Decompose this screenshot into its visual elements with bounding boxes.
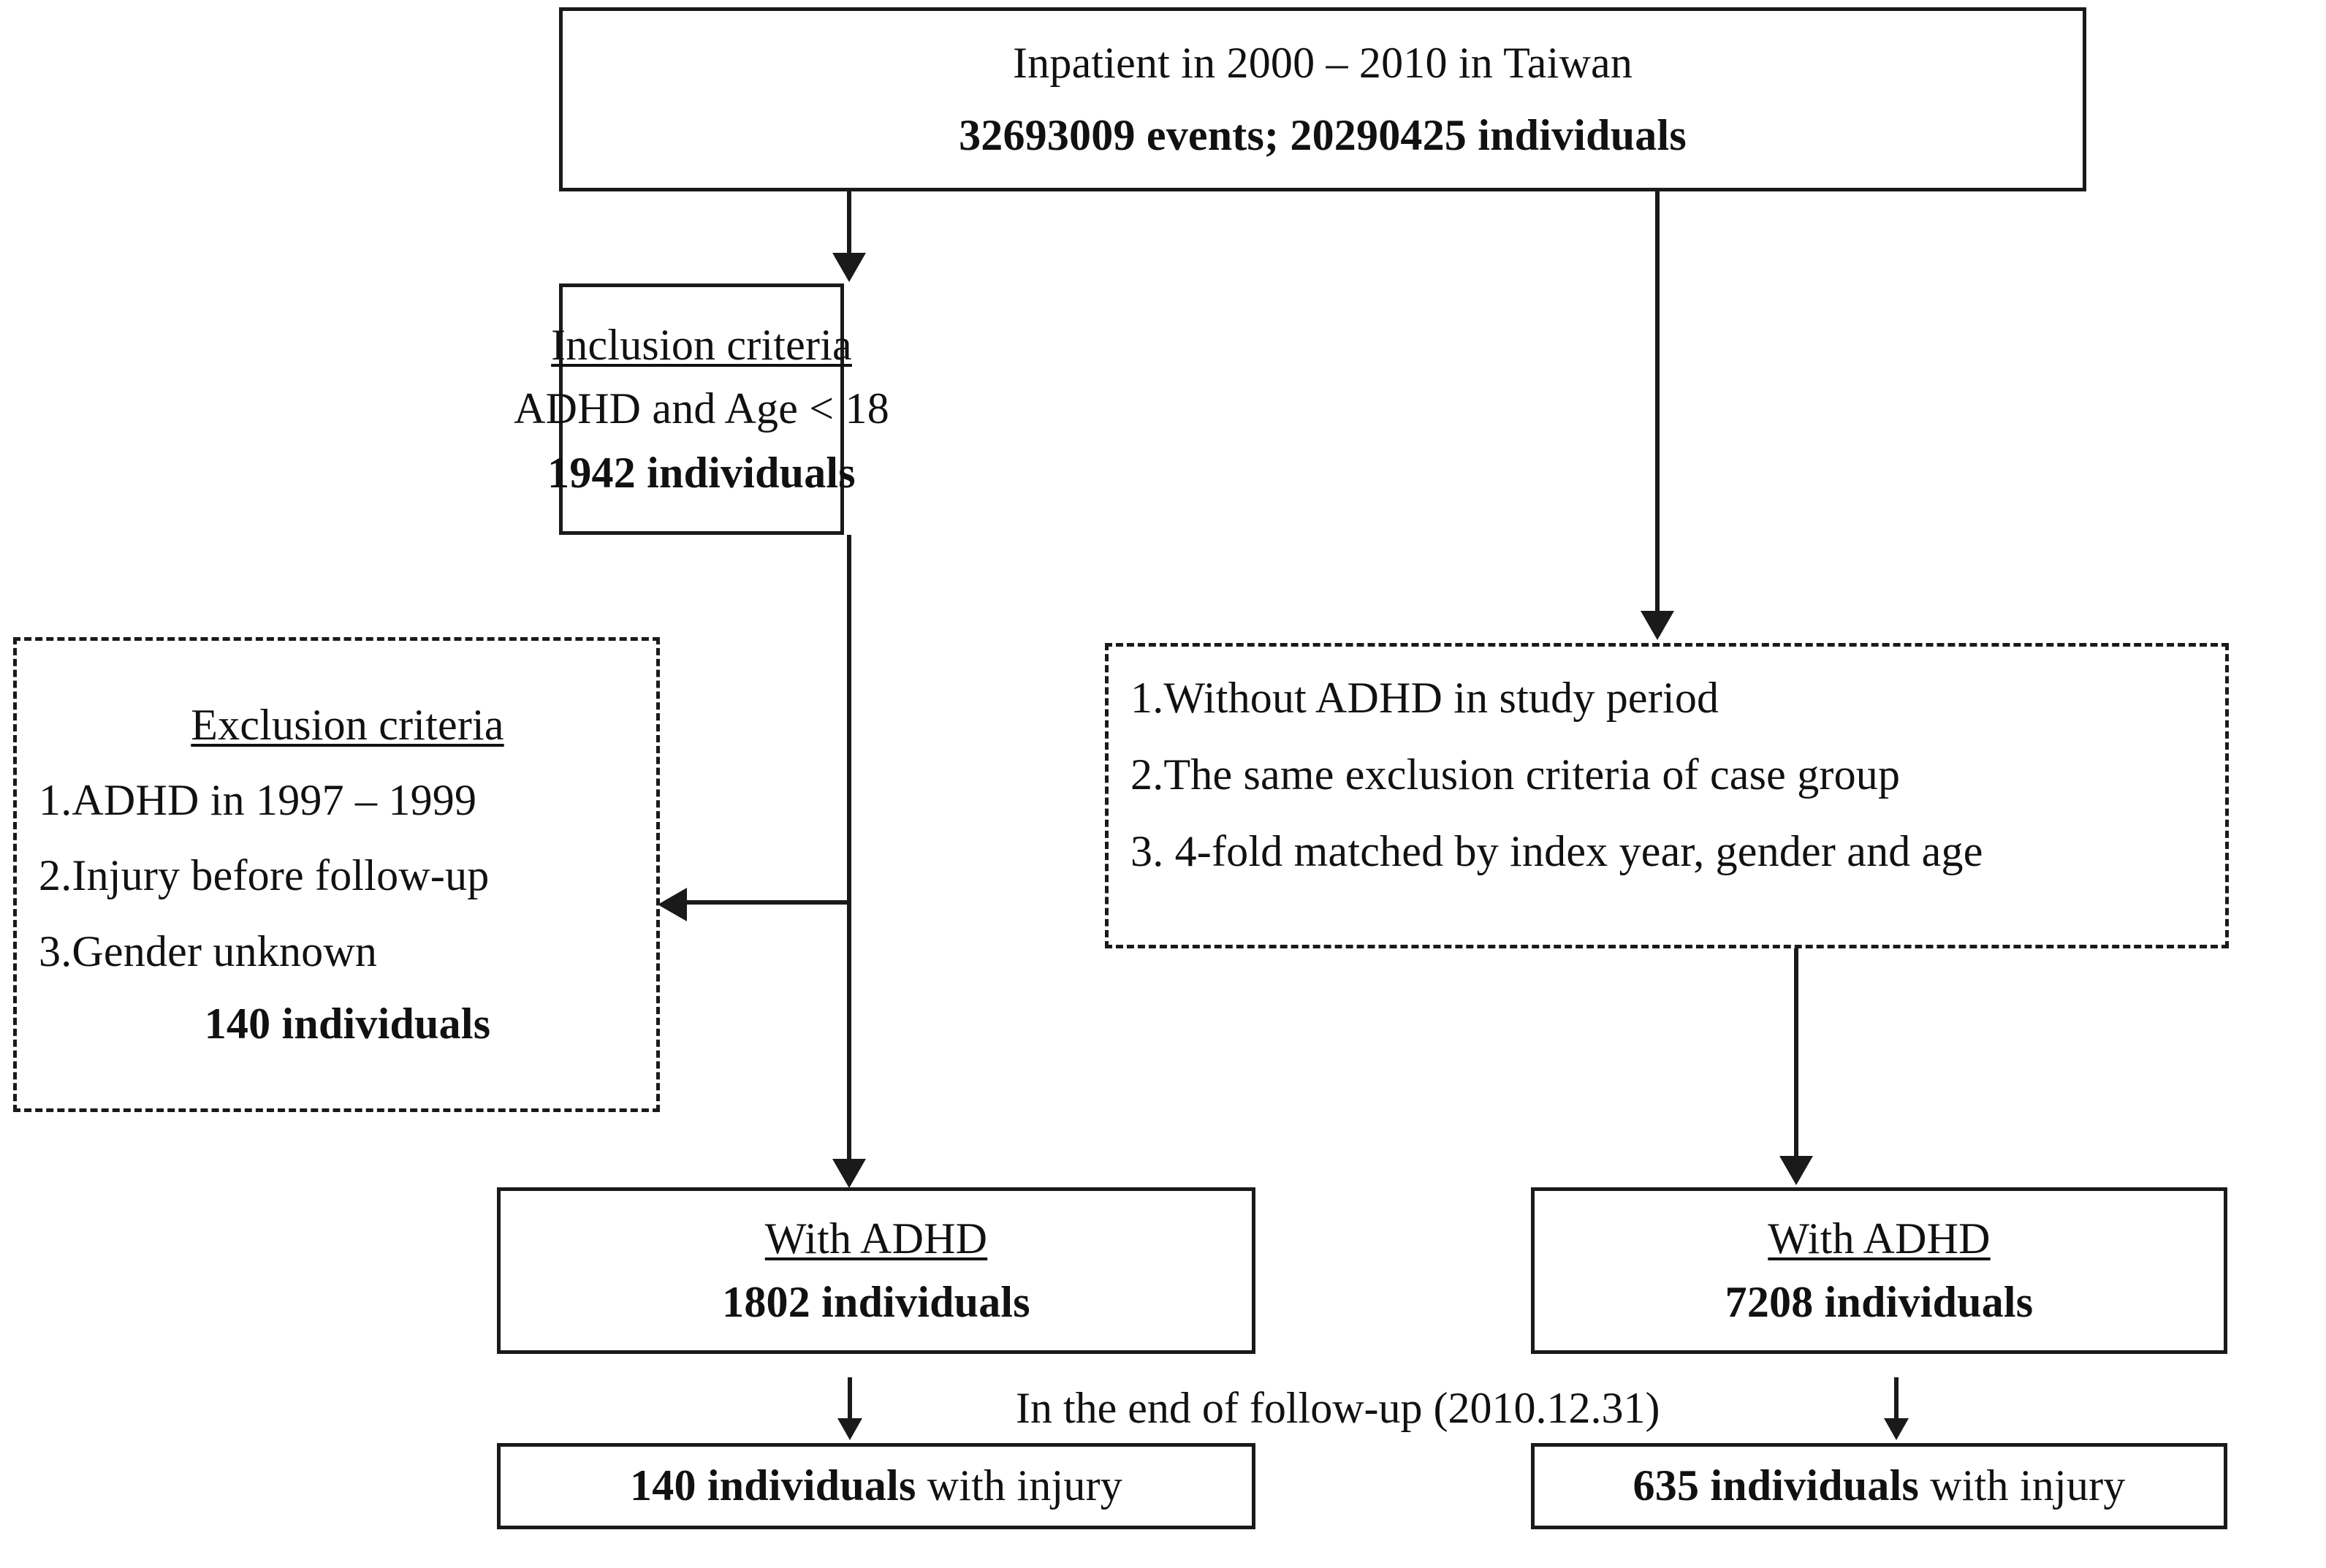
arrowhead-source-to-control-criteria xyxy=(1641,611,1674,640)
node-case-group: With ADHD 1802 individuals xyxy=(497,1187,1255,1354)
case-group-heading: With ADHD xyxy=(764,1214,988,1263)
follow-up-label: In the end of follow-up (2010.12.31) xyxy=(1016,1384,1660,1432)
control-outcome-suffix: with injury xyxy=(1919,1461,2126,1510)
case-outcome-count: 140 individuals xyxy=(630,1461,916,1510)
connector-control-group-to-outcome xyxy=(1894,1377,1899,1423)
control-criteria-item-2: 2.The same exclusion criteria of case gr… xyxy=(1130,750,1901,799)
arrowhead-control-group-to-outcome xyxy=(1884,1418,1909,1440)
exclusion-total: 140 individuals xyxy=(204,999,491,1048)
connector-source-to-control-criteria xyxy=(1655,191,1660,615)
control-outcome-text: 635 individuals with injury xyxy=(1633,1459,2126,1512)
node-control-group: With ADHD 7208 individuals xyxy=(1531,1187,2227,1354)
arrowhead-inclusion-to-case-group xyxy=(832,1159,866,1188)
control-group-heading: With ADHD xyxy=(1768,1214,1991,1263)
exclusion-item-1: 1.ADHD in 1997 – 1999 xyxy=(39,776,477,825)
source-line-1: Inpatient in 2000 – 2010 in Taiwan xyxy=(1012,38,1633,87)
node-case-outcome: 140 individuals with injury xyxy=(497,1443,1255,1529)
inclusion-heading: Inclusion criteria xyxy=(551,321,852,370)
control-criteria-item-1: 1.Without ADHD in study period xyxy=(1130,674,1719,722)
control-group-count: 7208 individuals xyxy=(1725,1278,2034,1326)
connector-inclusion-to-case-group xyxy=(847,535,851,1172)
arrowhead-source-to-inclusion xyxy=(832,253,866,282)
connector-source-to-inclusion xyxy=(847,191,851,259)
node-source-population: Inpatient in 2000 – 2010 in Taiwan 32693… xyxy=(559,7,2086,191)
arrowhead-control-criteria-to-control-group xyxy=(1779,1156,1813,1185)
source-line-2: 32693009 events; 20290425 individuals xyxy=(959,111,1687,159)
exclusion-item-3: 3.Gender unknown xyxy=(39,926,378,975)
node-control-selection-criteria: 1.Without ADHD in study period 2.The sam… xyxy=(1105,643,2229,948)
arrowhead-case-group-to-outcome xyxy=(837,1418,862,1440)
connector-to-exclusion-criteria xyxy=(687,900,849,905)
exclusion-item-2: 2.Injury before follow-up xyxy=(39,851,490,900)
inclusion-line-2: 1942 individuals xyxy=(547,448,856,497)
case-group-count: 1802 individuals xyxy=(722,1278,1030,1326)
node-inclusion-criteria: Inclusion criteria ADHD and Age < 18 194… xyxy=(514,283,889,535)
case-outcome-text: 140 individuals with injury xyxy=(630,1459,1122,1512)
connector-case-group-to-outcome xyxy=(848,1377,852,1423)
arrowhead-to-exclusion-criteria xyxy=(658,888,687,921)
control-outcome-count: 635 individuals xyxy=(1633,1461,1920,1510)
case-outcome-suffix: with injury xyxy=(916,1461,1122,1510)
connector-control-criteria-to-control-group xyxy=(1794,948,1798,1162)
node-exclusion-criteria: Exclusion criteria 1.ADHD in 1997 – 1999… xyxy=(13,637,660,1112)
control-criteria-item-3: 3. 4-fold matched by index year, gender … xyxy=(1130,827,1983,876)
inclusion-line-1: ADHD and Age < 18 xyxy=(514,384,889,433)
exclusion-heading: Exclusion criteria xyxy=(191,701,504,750)
node-control-outcome: 635 individuals with injury xyxy=(1531,1443,2227,1529)
